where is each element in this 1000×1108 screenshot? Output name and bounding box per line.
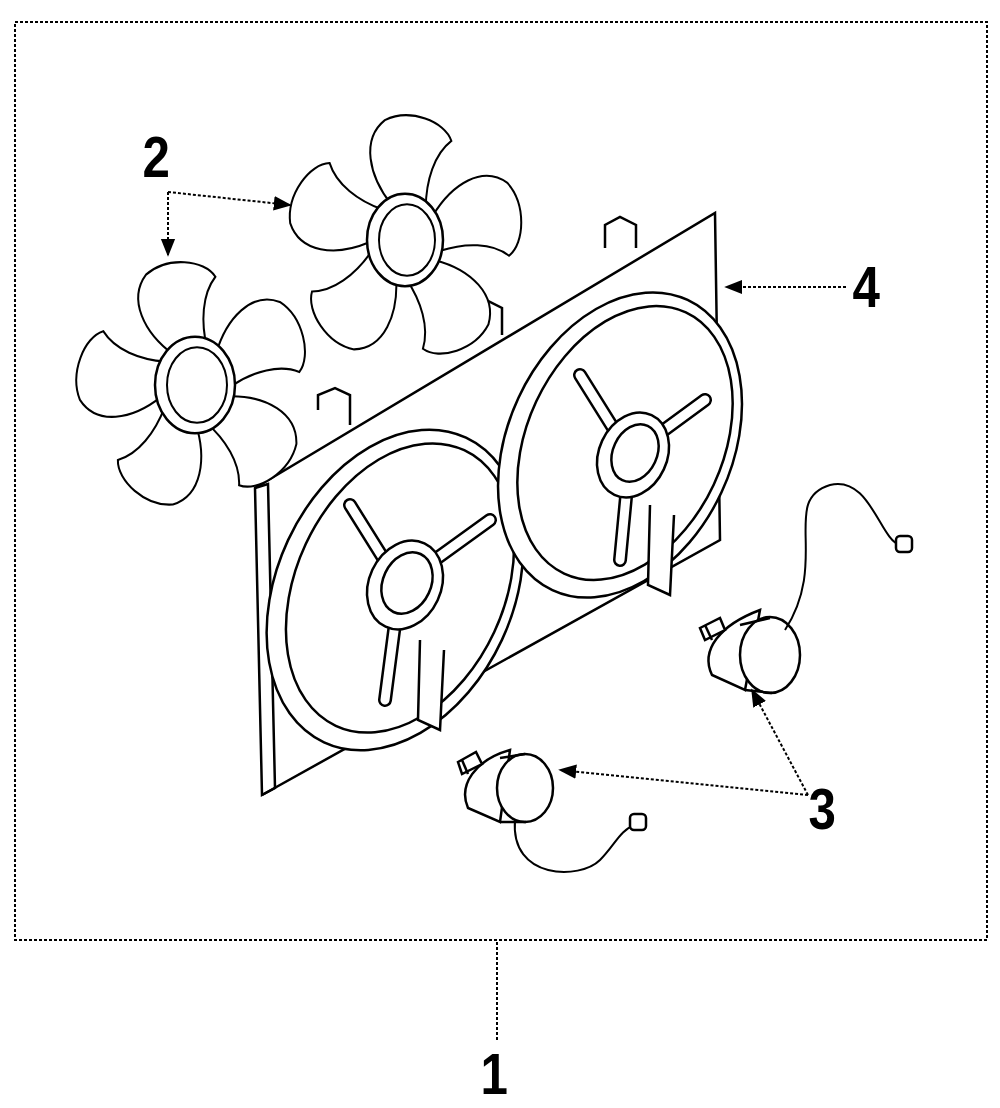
fan-blade <box>279 112 529 367</box>
fan-shroud <box>217 213 789 795</box>
fan-motor <box>458 750 646 872</box>
callout-number: 4 <box>852 258 879 316</box>
callout-number: 3 <box>808 780 835 838</box>
fan-motor <box>700 484 912 693</box>
callout-number: 2 <box>142 128 169 186</box>
leader-line <box>168 192 846 795</box>
fan-blade <box>72 255 318 516</box>
callout-number: 1 <box>480 1045 507 1103</box>
assembly-boundary <box>15 22 987 940</box>
leader-line <box>496 942 498 1040</box>
